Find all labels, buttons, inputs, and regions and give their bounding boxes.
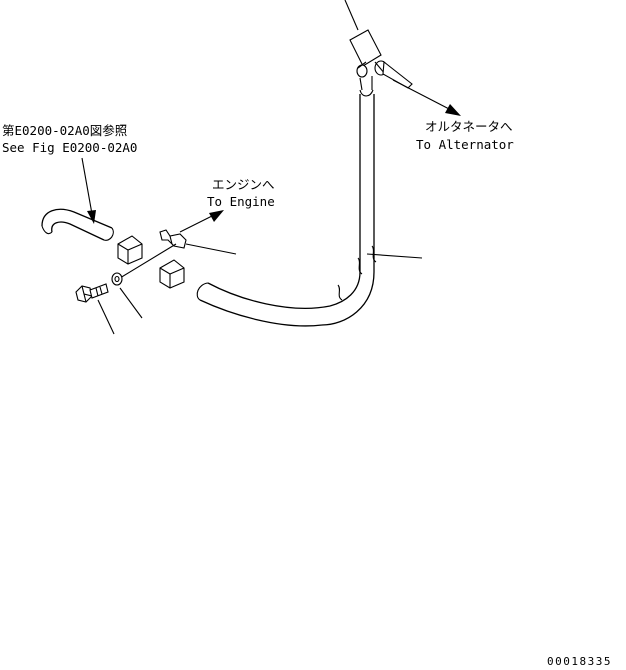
bolt [75,283,115,335]
washer [111,272,143,319]
alternator-connector-assembly [344,0,413,97]
to-alternator-label-jp: オルタネータへ [425,119,513,134]
reference-arrow [81,157,96,224]
to-engine-label-jp: エンジンへ [212,177,275,192]
corrugated-tube [196,94,377,327]
grommet-cap-right [159,259,185,289]
to-engine-label-en: To Engine [207,194,275,209]
to-alternator-arrow [392,79,461,116]
reference-figure-label-jp: 第E0200-02A0図参照 [2,123,127,138]
clip-bracket [159,229,237,255]
assembly-center-line [119,243,177,279]
grommet-cap-left [117,235,143,265]
to-alternator-label-en: To Alternator [416,137,514,152]
reference-figure-label-en: See Fig E0200-02A0 [2,140,137,155]
to-engine-arrow [179,210,224,233]
reference-tube [41,208,114,241]
tube-leader-line [366,253,423,259]
drawing-number: 00018335 [547,655,612,668]
